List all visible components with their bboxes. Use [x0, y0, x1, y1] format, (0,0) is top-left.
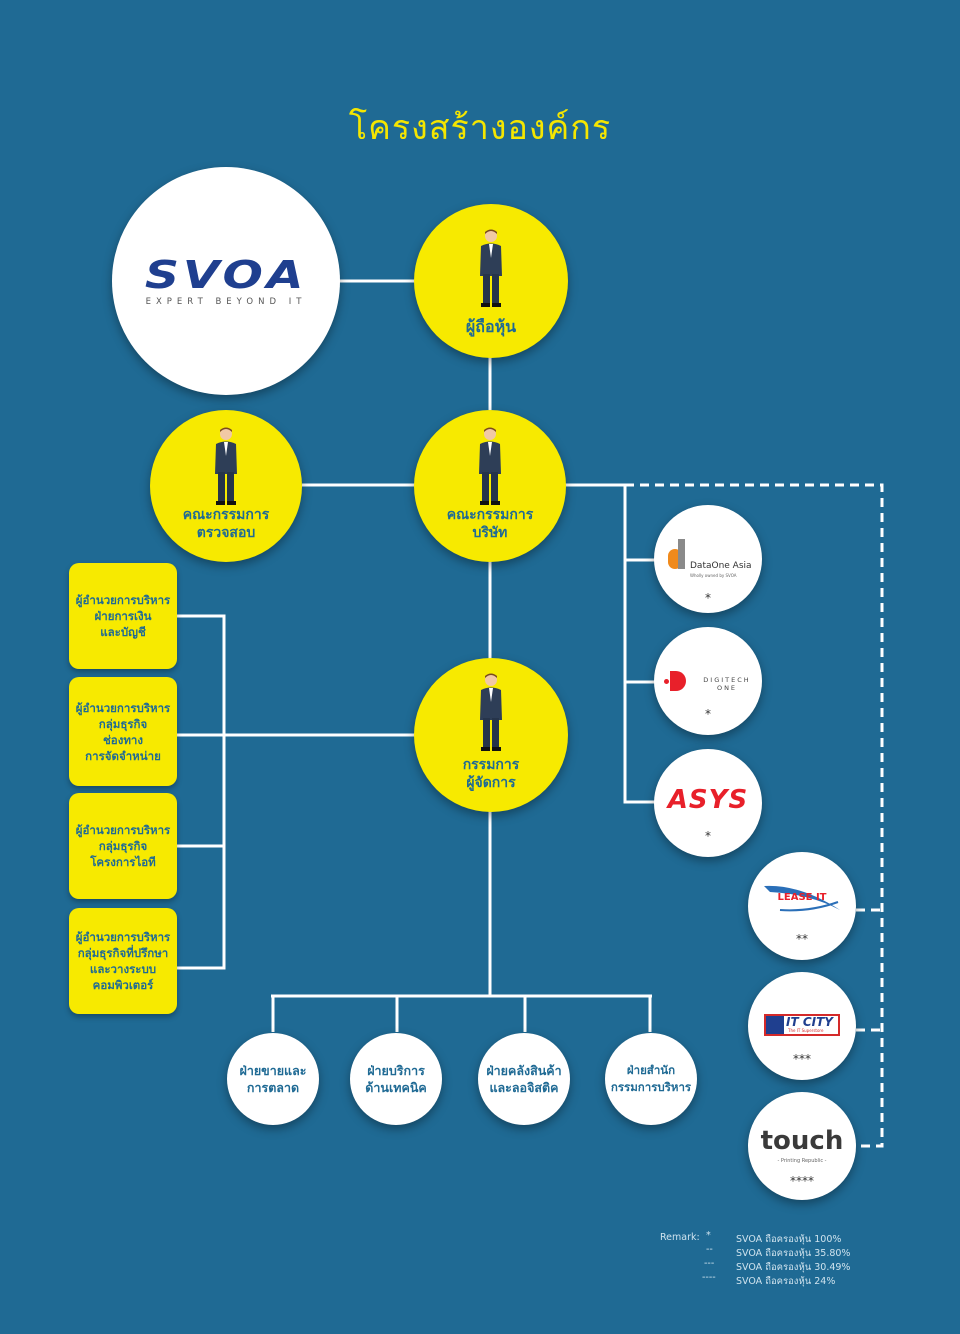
remark-marker-2: --: [706, 1244, 713, 1255]
svoa-logo: SVOA EXPERT BEYOND IT: [136, 255, 316, 307]
subsidiary-touch: touch - Printing Republic - ****: [748, 1092, 856, 1200]
shareholders-node: ผู้ถือหุ้น: [414, 204, 568, 358]
board-node: คณะกรรมการ บริษัท: [414, 410, 566, 562]
audit-committee-label: คณะกรรมการ ตรวจสอบ: [182, 507, 270, 541]
it-city-name: IT CITY: [786, 1015, 833, 1029]
touch-stars: ****: [790, 1174, 814, 1188]
managing-director-node: กรรมการ ผู้จัดการ: [414, 658, 568, 812]
digitech-name: DIGITECH ONE: [703, 676, 751, 692]
remark-marker-3: ---: [704, 1258, 715, 1269]
lease-it-stars: **: [796, 932, 808, 946]
asys-stars: *: [705, 829, 711, 843]
remark-text-3: SVOA ถือครองหุ้น 30.49%: [736, 1262, 851, 1273]
remark-text-4: SVOA ถือครองหุ้น 24%: [736, 1276, 836, 1287]
digitech-stars: *: [705, 707, 711, 721]
dept-warehouse-logistics: ฝ่ายคลังสินค้า และลอจิสติค: [478, 1033, 570, 1125]
director-consulting-box: ผู้อำนวยการบริหาร กลุ่มธุรกิจที่ปรึกษา แ…: [69, 908, 177, 1014]
touch-sub: - Printing Republic -: [777, 1158, 827, 1164]
director-distribution-box: ผู้อำนวยการบริหาร กลุ่มธุรกิจ ช่องทาง กา…: [69, 677, 177, 786]
board-label: คณะกรรมการ บริษัท: [446, 507, 534, 541]
touch-name: touch: [760, 1126, 844, 1156]
remark-marker-1: *: [706, 1230, 711, 1241]
dept-executive-office: ฝ่ายสำนัก กรรมการบริหาร: [605, 1033, 697, 1125]
it-city-mark-icon: [766, 1016, 784, 1034]
remark-label: Remark:: [660, 1232, 700, 1243]
businessman-icon: [480, 673, 502, 751]
managing-director-label: กรรมการ ผู้จัดการ: [462, 757, 520, 791]
subsidiary-dataone-asia: DataOne Asia Wholly owned by SVOA *: [654, 505, 762, 613]
remark-text-2: SVOA ถือครองหุ้น 35.80%: [736, 1248, 851, 1259]
businessman-icon: [215, 427, 237, 505]
it-city-logo: IT CITY The IT Superstore: [764, 1014, 840, 1036]
director-finance-box: ผู้อำนวยการบริหาร ฝ่ายการเงิน และบัญชี: [69, 563, 177, 669]
dept-sales-marketing: ฝ่ายขายและ การตลาด: [227, 1033, 319, 1125]
it-city-sub: The IT Superstore: [788, 1028, 824, 1033]
page-title: โครงสร้างองค์กร: [348, 108, 612, 148]
digitech-logo-icon: [664, 671, 688, 691]
subsidiary-it-city: IT CITY The IT Superstore ***: [748, 972, 856, 1080]
dataone-name: DataOne Asia: [690, 561, 752, 571]
shareholders-label: ผู้ถือหุ้น: [465, 317, 517, 336]
svoa-logo-circle: SVOA EXPERT BEYOND IT: [112, 167, 340, 395]
svoa-brand: SVOA: [144, 253, 308, 297]
subsidiary-lease-it: LEASE IT **: [748, 852, 856, 960]
dept-technical-service: ฝ่ายบริการ ด้านเทคนิค: [350, 1033, 442, 1125]
businessman-icon: [479, 427, 501, 505]
dataone-stars: *: [705, 591, 711, 605]
audit-committee-node: คณะกรรมการ ตรวจสอบ: [150, 410, 302, 562]
subsidiary-digitech-one: DIGITECH ONE *: [654, 627, 762, 735]
lease-it-name: LEASE IT: [777, 892, 827, 903]
remark-marker-4: ----: [702, 1272, 716, 1283]
dataone-sub: Wholly owned by SVOA: [690, 573, 737, 578]
asys-name: ASYS: [667, 785, 749, 815]
remark-text-1: SVOA ถือครองหุ้น 100%: [736, 1234, 842, 1245]
director-it-project-box: ผู้อำนวยการบริหาร กลุ่มธุรกิจ โครงการไอท…: [69, 793, 177, 899]
svoa-tagline: EXPERT BEYOND IT: [145, 297, 307, 307]
dataone-logo-icon: [668, 539, 690, 571]
lease-it-swoosh-icon: [764, 885, 840, 912]
subsidiary-asys: ASYS *: [654, 749, 762, 857]
businessman-icon: [480, 229, 502, 307]
it-city-stars: ***: [793, 1052, 811, 1066]
